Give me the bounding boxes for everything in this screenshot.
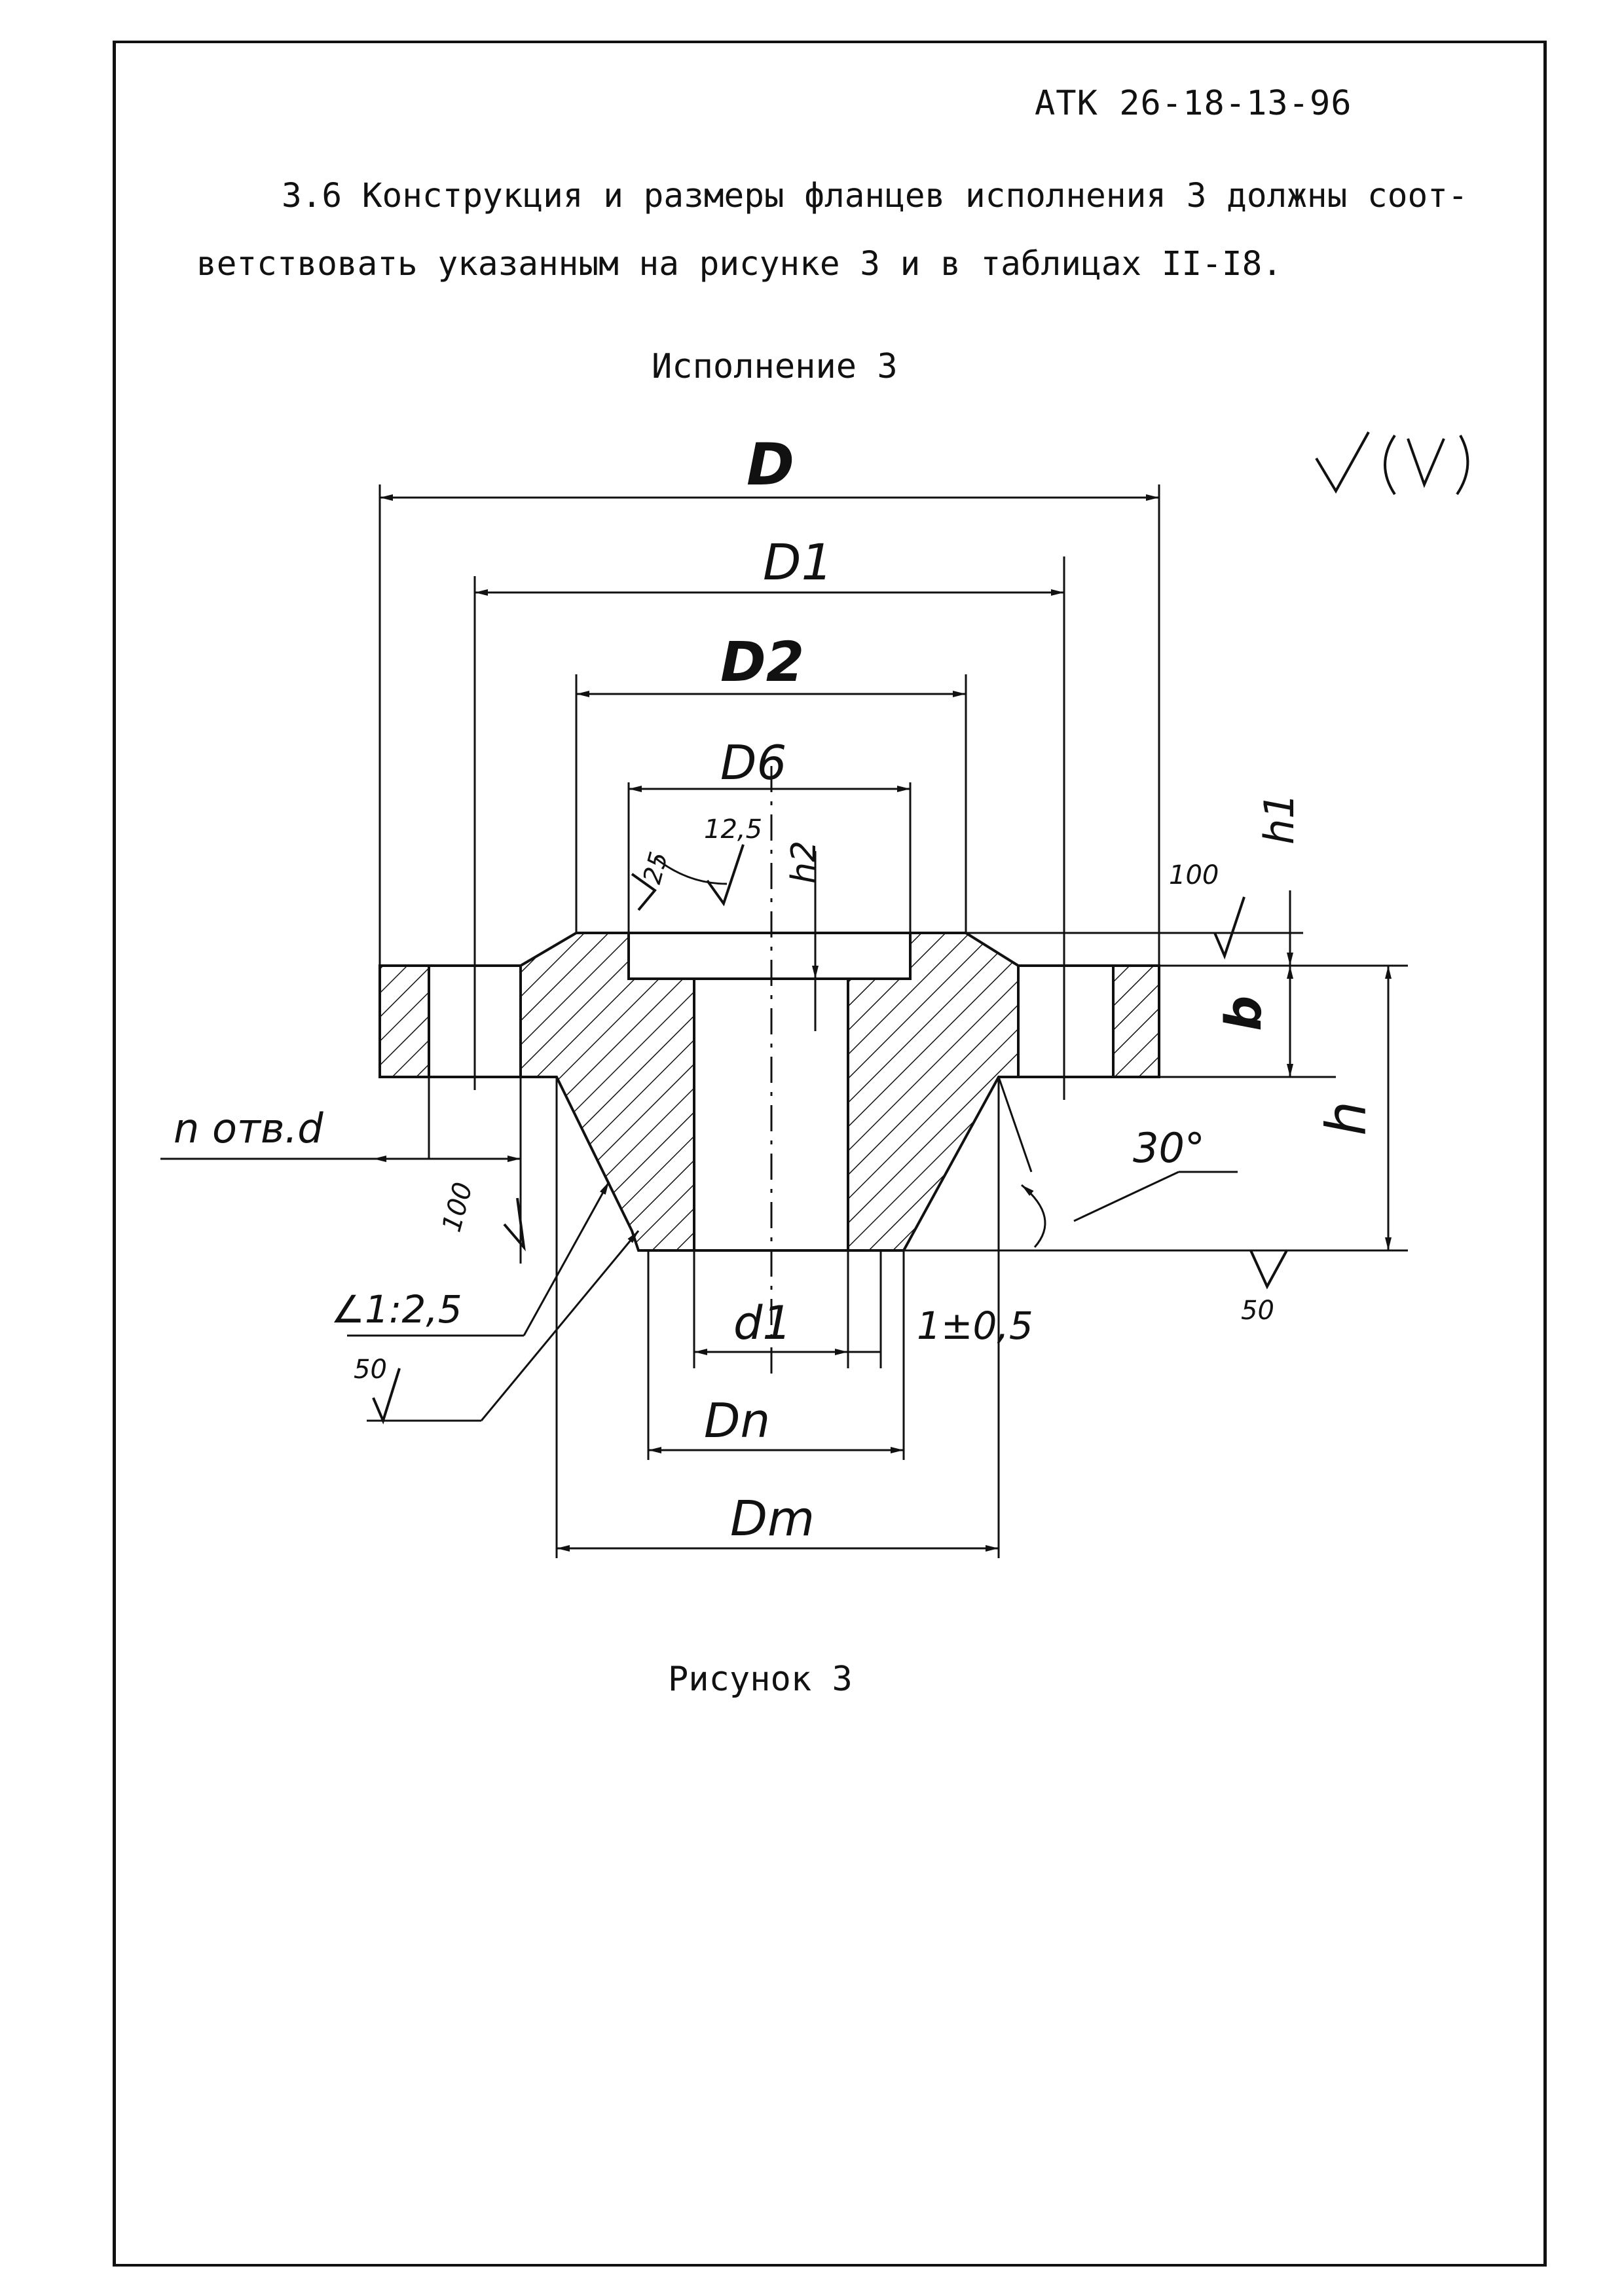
label-Dn: Dn: [704, 1393, 770, 1448]
label-D2: D2: [720, 630, 804, 694]
label-roughness-50-left: 50: [354, 1355, 387, 1385]
label-roughness-25: 25: [637, 848, 673, 886]
label-angle-30: 30°: [1133, 1124, 1205, 1172]
label-D1: D1: [763, 533, 833, 591]
label-D: D: [747, 431, 794, 498]
label-roughness-100-left: 100: [437, 1179, 479, 1235]
paragraph-line-1: 3.6 Конструкция и размеры фланцев исполн…: [282, 177, 1468, 215]
label-roughness-50-bottom: 50: [1241, 1296, 1274, 1326]
label-b: b: [1214, 996, 1272, 1031]
flange-section: [378, 932, 1160, 1252]
label-D6: D6: [720, 735, 786, 790]
label-tolerance: 1±0,5: [917, 1303, 1033, 1348]
label-d1: d1: [733, 1296, 792, 1350]
paragraph-line-2: ветствовать указанным на рисунке 3 и в т…: [196, 245, 1283, 283]
label-holes: n отв.d: [174, 1104, 323, 1152]
figure-caption: Рисунок 3: [668, 1660, 853, 1699]
figure-title: Исполнение 3: [652, 347, 898, 386]
label-h2: h2: [784, 841, 824, 884]
label-taper: ∠1:2,5: [331, 1287, 462, 1332]
dimension-labels: D D1 D2 D6 12,5 25 h2 100 h1 b h n отв.d…: [174, 431, 1378, 1547]
label-roughness-12-5: 12,5: [704, 814, 762, 845]
roughness-marks: [372, 431, 1469, 1425]
dimension-lines: [160, 494, 1392, 1552]
label-h: h: [1314, 1101, 1378, 1136]
label-roughness-100-top: 100: [1169, 860, 1219, 890]
document-code: АТК 26-18-13-96: [1035, 84, 1352, 123]
label-h1: h1: [1255, 793, 1303, 845]
label-Dm: Dm: [730, 1491, 815, 1547]
extension-lines: [378, 484, 1408, 1558]
page-frame: [113, 41, 1547, 2267]
section-paragraph: 3.6 Конструкция и размеры фланцев исполн…: [196, 162, 1500, 299]
